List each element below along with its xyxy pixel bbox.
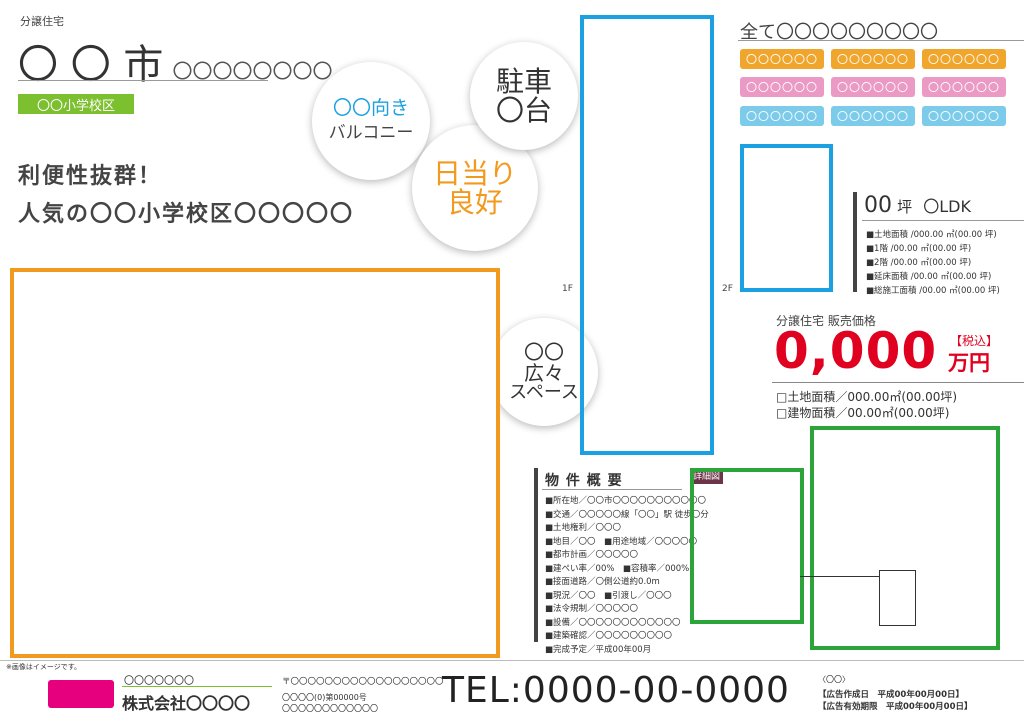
main-photo-frame (10, 268, 500, 658)
summary-line: ■所在地／〇〇市〇〇〇〇〇〇〇〇〇〇〇 (545, 496, 707, 506)
summary-line: ■地目／〇〇 ■用途地域／〇〇〇〇〇 (545, 536, 698, 547)
summary-line: ■土地権利／〇〇〇 (545, 523, 622, 533)
image-note: ※画像はイメージです。 (6, 663, 82, 671)
summary-line: ■完成予定／平成00年00月 (545, 644, 652, 655)
company-logo (48, 680, 114, 708)
feature-tag-orange-2: 〇〇〇〇〇〇 (831, 49, 915, 69)
price-unit: 万円 (948, 351, 990, 375)
spec-line: ■総施工面積 /00.00 ㎡(00.00 坪) (866, 286, 1000, 296)
space-top: 〇〇 (524, 339, 564, 364)
feature-tag-pink-2: 〇〇〇〇〇〇 (831, 77, 915, 97)
company-name: 株式会社〇〇〇〇 (122, 694, 251, 713)
summary-line: ■現況／〇〇 ■引渡し／〇〇〇 (545, 590, 672, 601)
summary-line: ■設備／〇〇〇〇〇〇〇〇〇〇〇〇 (545, 617, 681, 628)
summary-line: ■接面道路／〇側公道約0.0m (545, 577, 660, 587)
spec-ldk: 〇LDK (923, 197, 971, 216)
spec-tsubo: 00 (864, 193, 892, 218)
detail-map-label: 詳細図 (690, 470, 724, 484)
parking-top: 駐車 (495, 64, 552, 98)
space-bottom: スペース (509, 381, 579, 403)
feature-tag-blue-1: 〇〇〇〇〇〇 (740, 106, 824, 126)
phone-number[interactable]: TEL:0000-00-0000 (442, 670, 790, 711)
ad-valid-date: 【広告有効期限 平成00年00月00日】 (818, 702, 973, 712)
spec-underline (862, 220, 1024, 221)
company-contact: 〇〇〇〇〇〇〇〇〇〇〇〇 (282, 704, 378, 713)
footer-divider (0, 660, 1024, 661)
parking-bottom: 〇台 (495, 94, 552, 127)
title-underline (18, 80, 268, 81)
city-title: 〇 〇 市 〇〇〇〇〇〇〇〇 (18, 32, 333, 90)
feature-tag-orange-3: 〇〇〇〇〇〇 (922, 49, 1006, 69)
company-address: 〒〇〇〇〇〇〇〇〇〇〇〇〇〇〇〇〇〇〇 (282, 677, 444, 687)
balcony-label: バルコニー (328, 123, 414, 144)
feature-tag-blue-2: 〇〇〇〇〇〇 (831, 106, 915, 126)
summary-line: ■都市計画／〇〇〇〇〇 (545, 550, 639, 560)
price-value: 0,000 (774, 322, 938, 380)
spec-heading: 00 坪 〇LDK (864, 193, 971, 218)
summary-line: ■法令規制／〇〇〇〇〇 (545, 604, 639, 614)
floor-label-1f: 1F (562, 284, 573, 294)
summary-list: ■所在地／〇〇市〇〇〇〇〇〇〇〇〇〇〇 ■交通／〇〇〇〇〇線「〇〇」駅 徒歩〇分… (545, 494, 709, 656)
city-suffix: 〇〇〇〇〇〇〇〇 (172, 59, 333, 83)
spec-line: ■延床面積 /00.00 ㎡(00.00 坪) (866, 272, 992, 282)
price-tax-label: 【税込】 (950, 334, 999, 348)
balcony-direction: 〇〇向き (332, 97, 409, 120)
price-underline (772, 382, 1024, 383)
category-label: 分譲住宅 (20, 15, 64, 28)
spec-line: ■1階 /00.00 ㎡(00.00 坪) (866, 244, 972, 254)
site-map-connector (800, 576, 880, 577)
headline-line2: 人気の〇〇小学校区〇〇〇〇〇 (18, 202, 355, 227)
site-map-building (879, 570, 916, 626)
land-area: □土地面積／000.00㎡(00.00坪) (776, 390, 958, 404)
sunlight-top: 日当り (432, 156, 517, 190)
company-underline (122, 686, 272, 687)
license-number: 〇〇〇〇(0)第00000号 (282, 693, 367, 702)
sunlight-bottom: 良好 (446, 186, 503, 219)
parking-circle: 駐車 〇台 (470, 42, 578, 150)
floor-plan-1f (580, 15, 714, 455)
feature-tag-pink-1: 〇〇〇〇〇〇 (740, 77, 824, 97)
summary-line: ■交通／〇〇〇〇〇線「〇〇」駅 徒歩〇分 (545, 509, 709, 520)
spec-list: ■土地面積 /000.00 ㎡(00.00 坪) ■1階 /00.00 ㎡(00… (866, 228, 1000, 298)
all-features-heading: 全て〇〇〇〇〇〇〇〇〇 (740, 22, 938, 43)
company-small: 〇〇〇〇〇〇〇 (124, 676, 194, 687)
feature-tag-pink-3: 〇〇〇〇〇〇 (922, 77, 1006, 97)
ad-created-date: 【広告作成日 平成00年00月00日】 (818, 690, 964, 700)
balcony-circle: 〇〇向き バルコニー (312, 62, 430, 180)
spec-line: ■土地面積 /000.00 ㎡(00.00 坪) (866, 230, 997, 240)
spec-line: ■2階 /00.00 ㎡(00.00 坪) (866, 258, 972, 268)
floor-plan-2f (740, 144, 833, 292)
building-area: □建物面積／00.00㎡(00.00坪) (776, 406, 950, 420)
detail-map-frame (690, 468, 804, 624)
feature-tag-orange-1: 〇〇〇〇〇〇 (740, 49, 824, 69)
spec-tsubo-unit: 坪 (897, 198, 913, 216)
school-badge: 〇〇小学校区 (18, 94, 134, 114)
feature-tag-blue-3: 〇〇〇〇〇〇 (922, 106, 1006, 126)
headline-line1: 利便性抜群！ (18, 164, 163, 189)
spec-accent-bar (853, 192, 857, 292)
price-label: 分譲住宅 販売価格 (776, 314, 876, 328)
summary-title: 物 件 概 要 (545, 473, 623, 489)
summary-underline (542, 489, 682, 490)
summary-line: ■建ぺい率／00% ■容積率／000% (545, 563, 690, 574)
summary-accent-bar (534, 468, 538, 642)
footer-right-label: 〈〇〇〉 (818, 675, 850, 684)
space-mid: 広々 (524, 360, 564, 385)
city-name: 〇 〇 市 (18, 42, 164, 88)
all-features-underline (738, 40, 1024, 41)
floor-label-2f: 2F (722, 284, 733, 294)
site-map-frame (810, 426, 1000, 650)
summary-line: ■建築確認／〇〇〇〇〇〇〇〇〇 (545, 631, 673, 641)
